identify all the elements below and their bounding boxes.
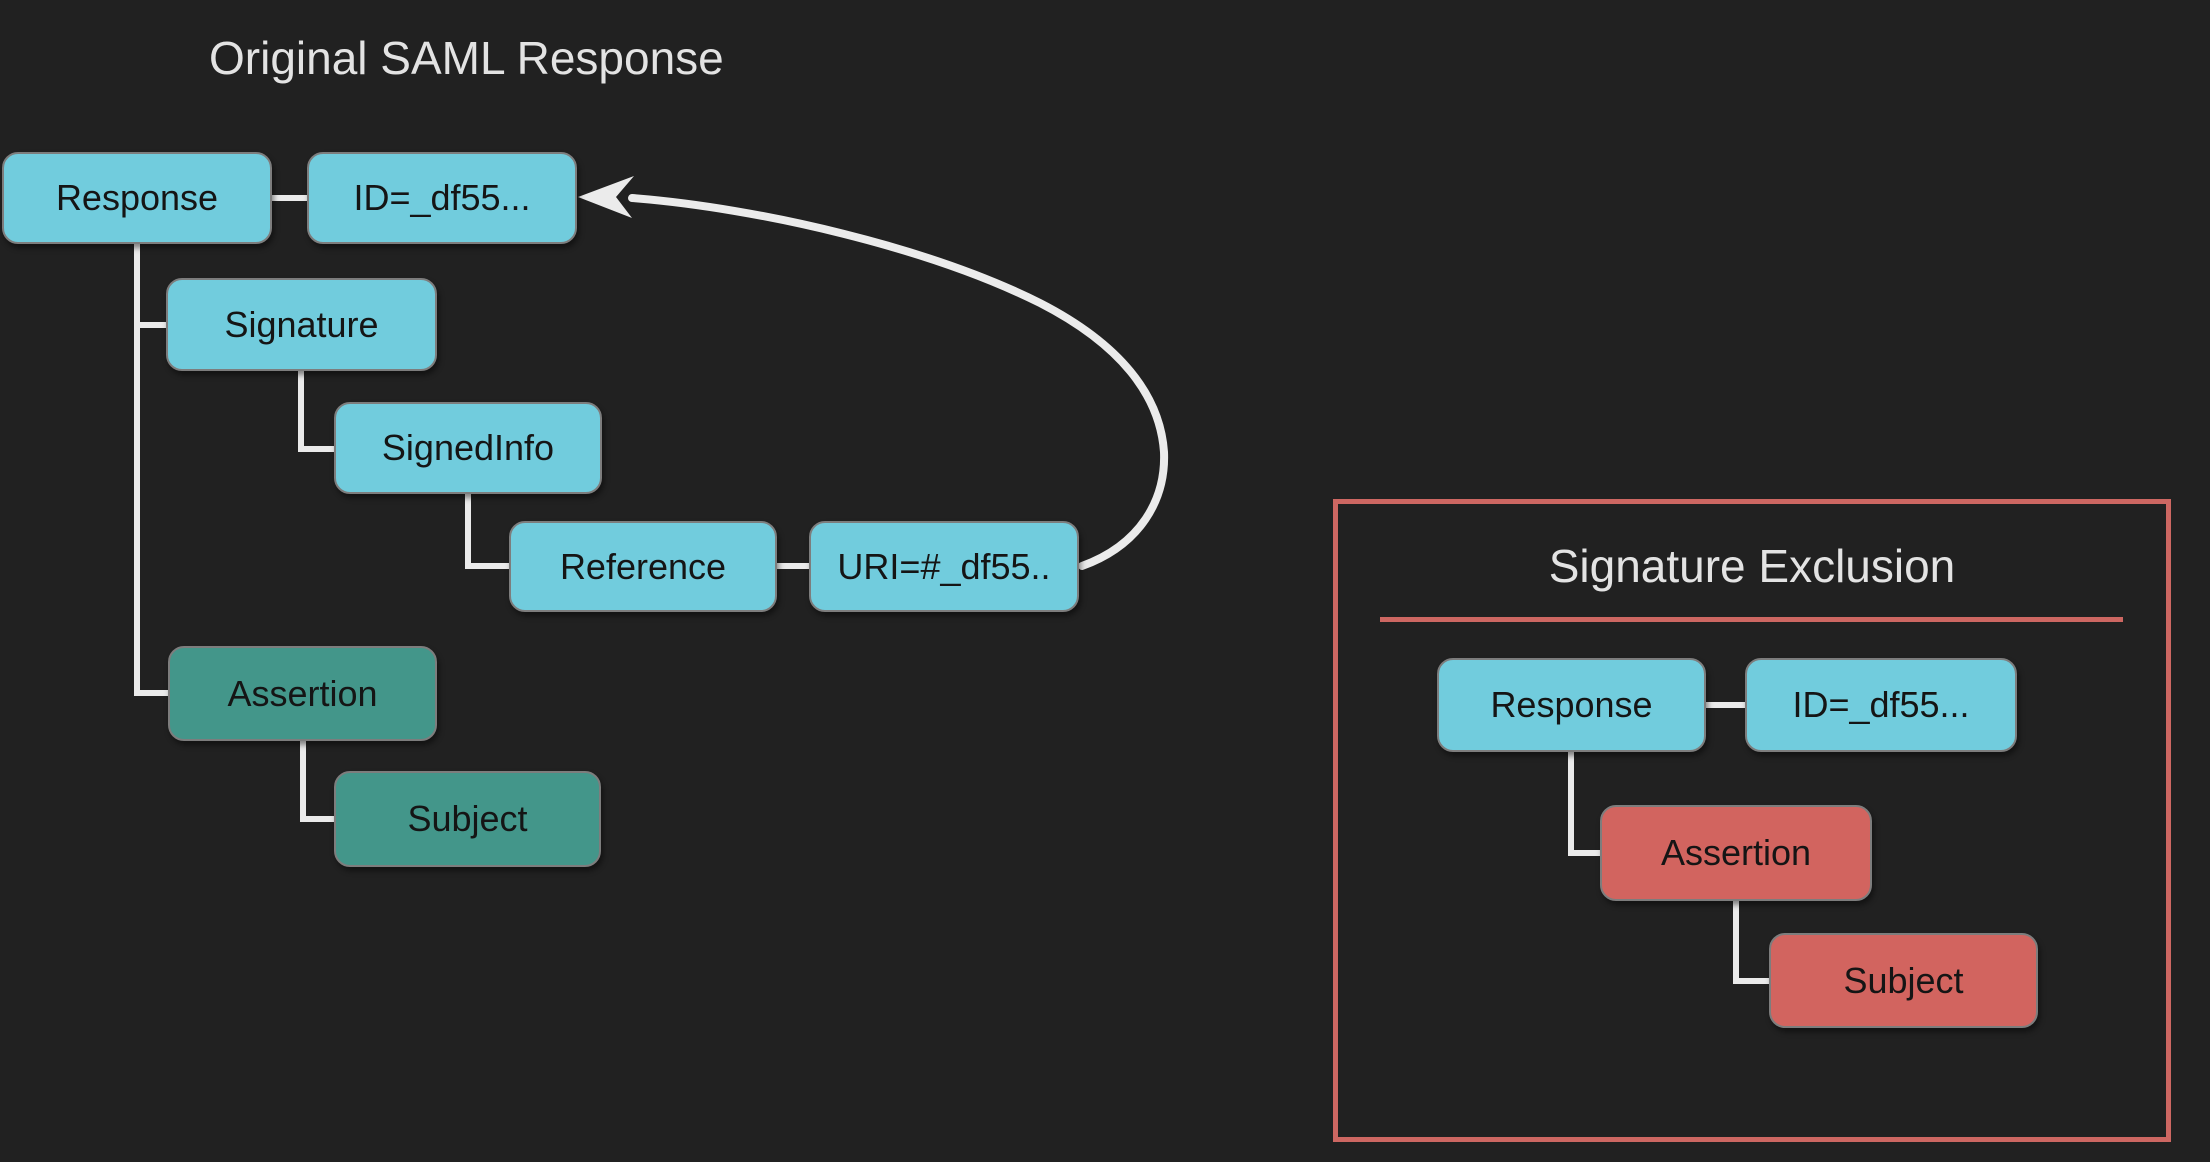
left-diagram-title: Original SAML Response (209, 32, 724, 84)
right-panel-title-underline (1380, 617, 2123, 622)
node-response: Response (2, 152, 272, 244)
node-subject-excluded: Subject (1769, 933, 2038, 1028)
node-uri: URI=#_df55.. (809, 521, 1079, 612)
node-assertion-excluded: Assertion (1600, 805, 1872, 901)
node-signature: Signature (166, 278, 437, 371)
connector-signature-signedinfo (298, 371, 334, 452)
node-assertion: Assertion (168, 646, 437, 741)
connector-assertion-subject (300, 741, 334, 822)
node-subject: Subject (334, 771, 601, 867)
node-id-excluded: ID=_df55... (1745, 658, 2017, 752)
node-reference: Reference (509, 521, 777, 612)
right-panel-title: Signature Exclusion (1548, 540, 1956, 592)
connector-signedinfo-reference (465, 494, 509, 569)
uri-to-id-arrow-curve (628, 194, 1169, 570)
node-id: ID=_df55... (307, 152, 577, 244)
connector-assertion2-subject2 (1733, 901, 1769, 984)
signature-exclusion-panel: Signature Exclusion (1333, 499, 2171, 1142)
arrowhead-icon (578, 176, 634, 218)
node-signedinfo: SignedInfo (334, 402, 602, 494)
connector-response2-assertion2 (1568, 752, 1600, 856)
node-response-excluded: Response (1437, 658, 1706, 752)
connector-response-assertion (134, 244, 168, 696)
